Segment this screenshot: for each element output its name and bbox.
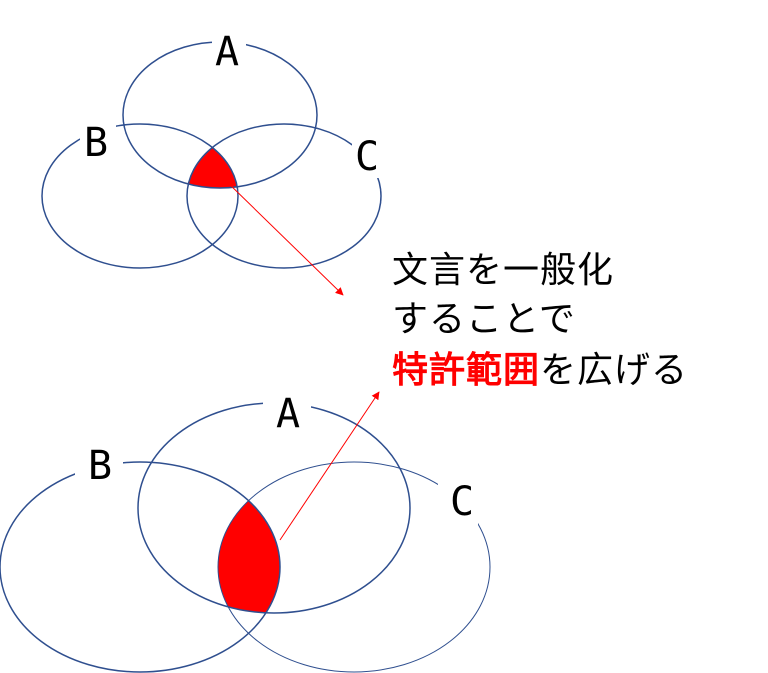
bottom-label-c: C [450, 479, 474, 525]
bottom-arrow [279, 391, 380, 541]
bottom-label-a: A [276, 391, 300, 437]
top-label-a: A [215, 29, 239, 75]
bottom-ellipse-b [0, 461, 281, 673]
top-ellipse-b [41, 123, 239, 269]
bottom-venn: A B C [0, 388, 491, 673]
caption-line-1: 文言を一般化 [392, 250, 615, 291]
caption-highlight: 特許範囲 [392, 350, 541, 391]
top-venn: A B C [41, 28, 386, 296]
caption-line-3: 特許範囲を広げる [392, 353, 688, 389]
top-label-c: C [355, 134, 379, 180]
top-label-b: B [84, 120, 108, 166]
top-arrow [224, 179, 344, 296]
caption-line-2: することで [392, 299, 576, 340]
bottom-label-b: B [88, 443, 112, 489]
bottom-ellipse-c [217, 461, 491, 673]
top-ellipse-c [186, 123, 382, 269]
bottom-intersection-highlight [218, 462, 280, 613]
caption-rest: を広げる [540, 350, 689, 391]
